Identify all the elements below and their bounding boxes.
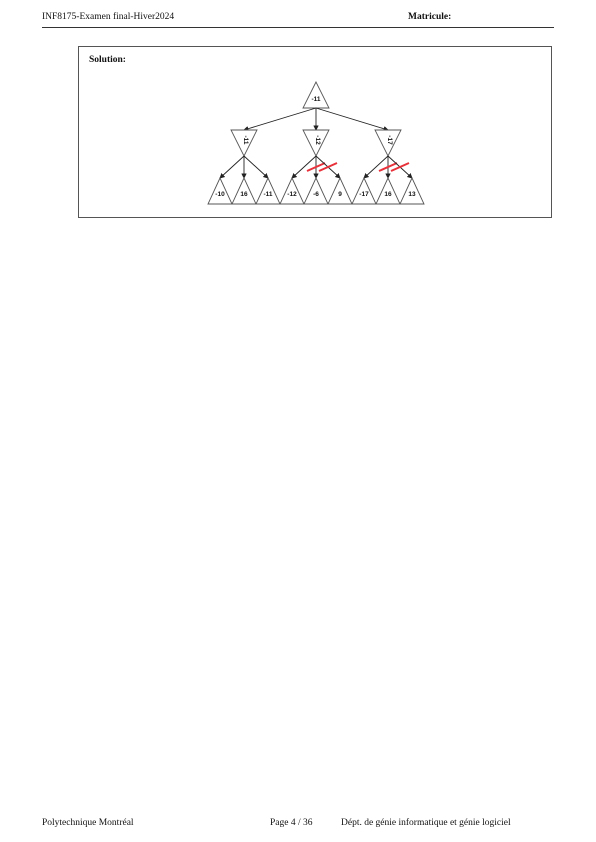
header-rule: [42, 27, 554, 28]
min-node: [230, 129, 258, 158]
leaf-node: [207, 176, 233, 205]
min-node: [302, 129, 330, 158]
prune-mark: [390, 162, 410, 172]
leaf-value-label: -12: [287, 191, 297, 198]
leaf-value-label: -6: [313, 191, 319, 198]
edge-root-to-child: [315, 107, 389, 132]
edge-child-to-leaf: [243, 155, 269, 179]
leaf-node: [375, 176, 401, 205]
leaf-node: [255, 176, 281, 205]
edge-child-to-leaf: [291, 155, 317, 179]
prune-mark: [306, 162, 326, 172]
root-value-label: -11: [311, 96, 320, 103]
leaf-value-label: 9: [338, 191, 342, 198]
edge-root-to-child: [243, 107, 317, 132]
edge-child-to-leaf: [219, 155, 245, 179]
page-header-left: INF8175-Examen final-Hiver2024: [42, 12, 175, 22]
footer-department: Dépt. de génie informatique et génie log…: [341, 818, 511, 828]
min-node-value-label: -12: [314, 135, 321, 145]
leaf-node: [279, 176, 305, 205]
leaf-value-label: 13: [408, 191, 416, 198]
footer-institution: Polytechnique Montréal: [42, 818, 134, 828]
min-node-value-label: -11: [242, 135, 249, 144]
leaf-node: [399, 176, 425, 205]
leaf-node: [303, 176, 329, 205]
leaf-node: [327, 176, 353, 205]
leaf-node: [231, 176, 257, 205]
leaf-value-label: 16: [384, 191, 392, 198]
min-node-value-label: -17: [386, 135, 393, 145]
footer-page-number: Page 4 / 36: [270, 818, 313, 828]
leaf-node: [351, 176, 377, 205]
solution-box: Solution:: [78, 46, 552, 218]
edge-child-to-leaf: [363, 155, 389, 179]
leaf-value-label: 16: [240, 191, 248, 198]
prune-mark: [378, 162, 398, 172]
root-max-node: [302, 80, 330, 109]
leaf-value-label: -11: [263, 191, 272, 198]
leaf-value-label: -10: [215, 191, 225, 198]
page-header-right: Matricule:: [408, 12, 452, 22]
leaf-value-label: -17: [359, 191, 369, 198]
prune-mark: [318, 162, 338, 172]
min-node: [374, 129, 402, 158]
solution-label: Solution:: [89, 55, 126, 65]
